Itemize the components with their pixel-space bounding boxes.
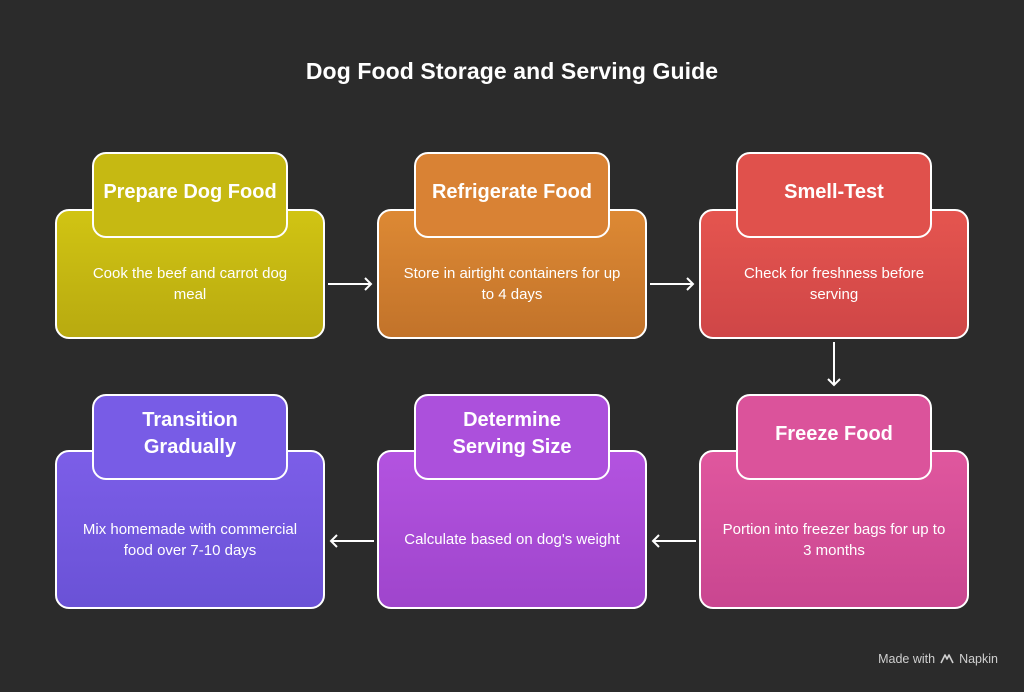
step-label: Smell-Test bbox=[784, 180, 884, 203]
step-description: Portion into freezer bags for up to 3 mo… bbox=[722, 520, 946, 559]
step-label: Determine Serving Size bbox=[452, 409, 572, 458]
step-card-head: Smell-Test bbox=[736, 152, 932, 238]
step-card-head: Freeze Food bbox=[736, 394, 932, 480]
step-description: Mix homemade with commercial food over 7… bbox=[82, 520, 298, 559]
step-refrigerate-food: Store in airtight containers for up to 4… bbox=[377, 152, 647, 339]
arrow-right-icon bbox=[650, 277, 695, 291]
step-card-head: Refrigerate Food bbox=[414, 152, 610, 238]
step-description: Store in airtight containers for up to 4… bbox=[403, 265, 621, 303]
step-description: Cook the beef and carrot dog meal bbox=[92, 265, 288, 303]
step-smell-test: Check for freshness before serving Smell… bbox=[699, 152, 969, 339]
made-with-footer[interactable]: Made with Napkin bbox=[878, 652, 998, 666]
arrow-right-icon bbox=[328, 277, 373, 291]
step-card-head: Transition Gradually bbox=[92, 394, 288, 480]
arrow-left-icon bbox=[651, 534, 696, 548]
step-determine-serving-size: Calculate based on dog's weight Determin… bbox=[377, 394, 647, 609]
footer-brand: Napkin bbox=[959, 652, 998, 666]
arrow-left-icon bbox=[329, 534, 374, 548]
step-description: Check for freshness before serving bbox=[743, 265, 925, 303]
step-label: Freeze Food bbox=[775, 422, 893, 445]
step-transition-gradually: Mix homemade with commercial food over 7… bbox=[55, 394, 325, 609]
arrow-down-icon bbox=[827, 342, 841, 387]
step-card-head: Prepare Dog Food bbox=[92, 152, 288, 238]
step-card-head: Determine Serving Size bbox=[414, 394, 610, 480]
step-freeze-food: Portion into freezer bags for up to 3 mo… bbox=[699, 394, 969, 609]
diagram-title: Dog Food Storage and Serving Guide bbox=[305, 58, 719, 84]
step-label: Transition Gradually bbox=[142, 409, 238, 458]
napkin-logo-icon bbox=[940, 654, 954, 664]
step-description: Calculate based on dog's weight bbox=[404, 531, 620, 548]
step-label: Refrigerate Food bbox=[431, 180, 593, 203]
step-prepare-dog-food: Cook the beef and carrot dog meal Prepar… bbox=[55, 152, 325, 339]
footer-prefix: Made with bbox=[878, 652, 936, 666]
step-label: Prepare Dog Food bbox=[103, 180, 277, 203]
